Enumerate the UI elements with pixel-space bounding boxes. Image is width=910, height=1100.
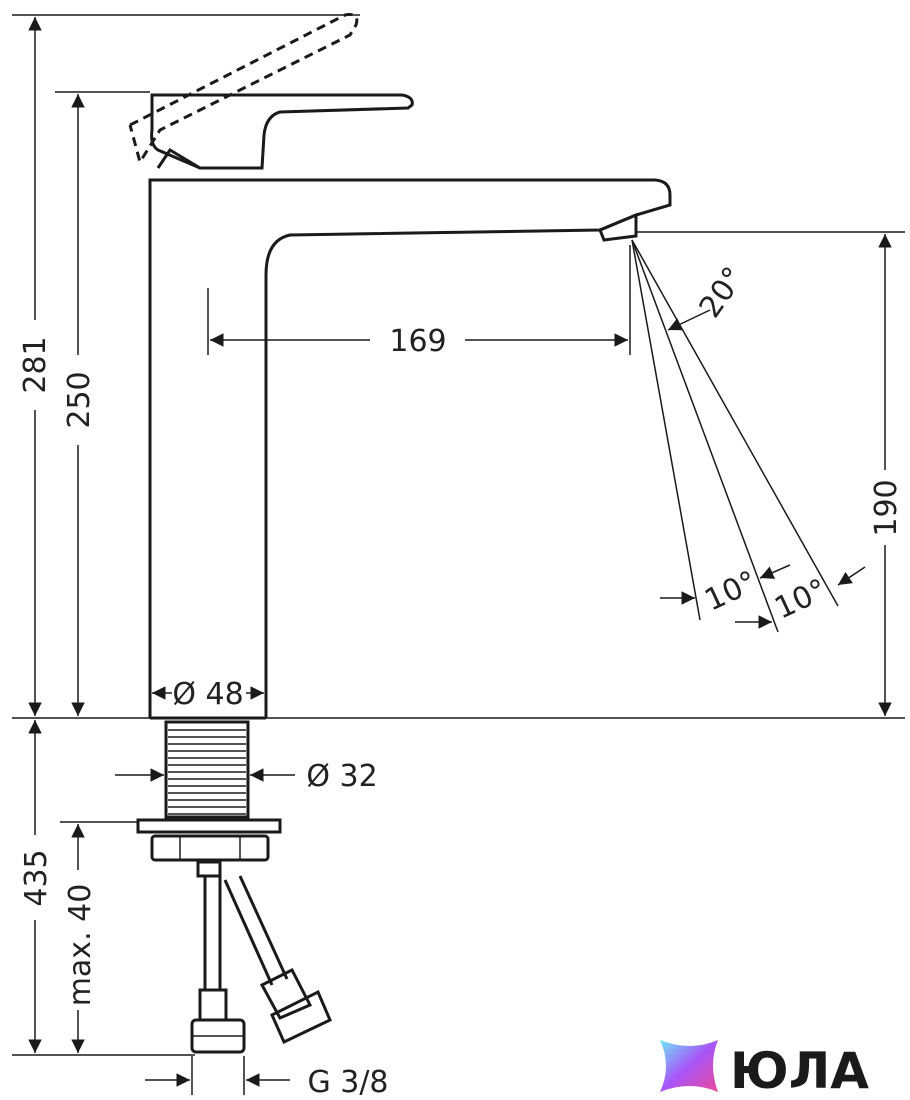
- dim-spout-reach: 169: [207, 245, 631, 359]
- brand-logo: ЮЛА: [660, 1040, 869, 1100]
- dim-spout-height-label: 190: [869, 479, 904, 536]
- faucet-handle: [150, 93, 414, 170]
- dim-spout-height: 190: [869, 234, 904, 716]
- threaded-shank: [164, 720, 250, 819]
- dim-below-height: 435: [19, 720, 54, 1053]
- dim-shank-diameter: Ø 32: [115, 759, 378, 794]
- dim-connection-thread: G 3/8: [145, 1056, 389, 1100]
- brand-star-icon: [660, 1040, 718, 1092]
- dim-below-height-label: 435: [19, 849, 54, 906]
- brand-name: ЮЛА: [730, 1042, 869, 1100]
- dim-shank-diameter-label: Ø 32: [306, 759, 377, 794]
- faucet-body: [148, 178, 672, 720]
- dim-max-thickness-label: max. 40: [63, 884, 98, 1007]
- dim-spout-reach-label: 169: [389, 324, 446, 359]
- dim-body-diameter-label: Ø 48: [172, 677, 243, 712]
- dim-angle-left-label: 10°: [699, 564, 762, 618]
- handle-open-position: [128, 13, 359, 166]
- dim-body-height: 250: [62, 94, 97, 716]
- mounting-nut: [136, 818, 282, 862]
- spray-angles: 20° 10° 10°: [631, 239, 866, 633]
- dim-body-diameter: Ø 48: [152, 677, 264, 712]
- dim-body-height-label: 250: [62, 371, 97, 428]
- supply-hoses: [190, 860, 332, 1054]
- dim-connection-thread-label: G 3/8: [307, 1065, 388, 1100]
- dim-total-height: 281: [18, 17, 53, 716]
- dim-max-thickness: max. 40: [63, 824, 98, 1053]
- dim-total-height-label: 281: [18, 336, 53, 393]
